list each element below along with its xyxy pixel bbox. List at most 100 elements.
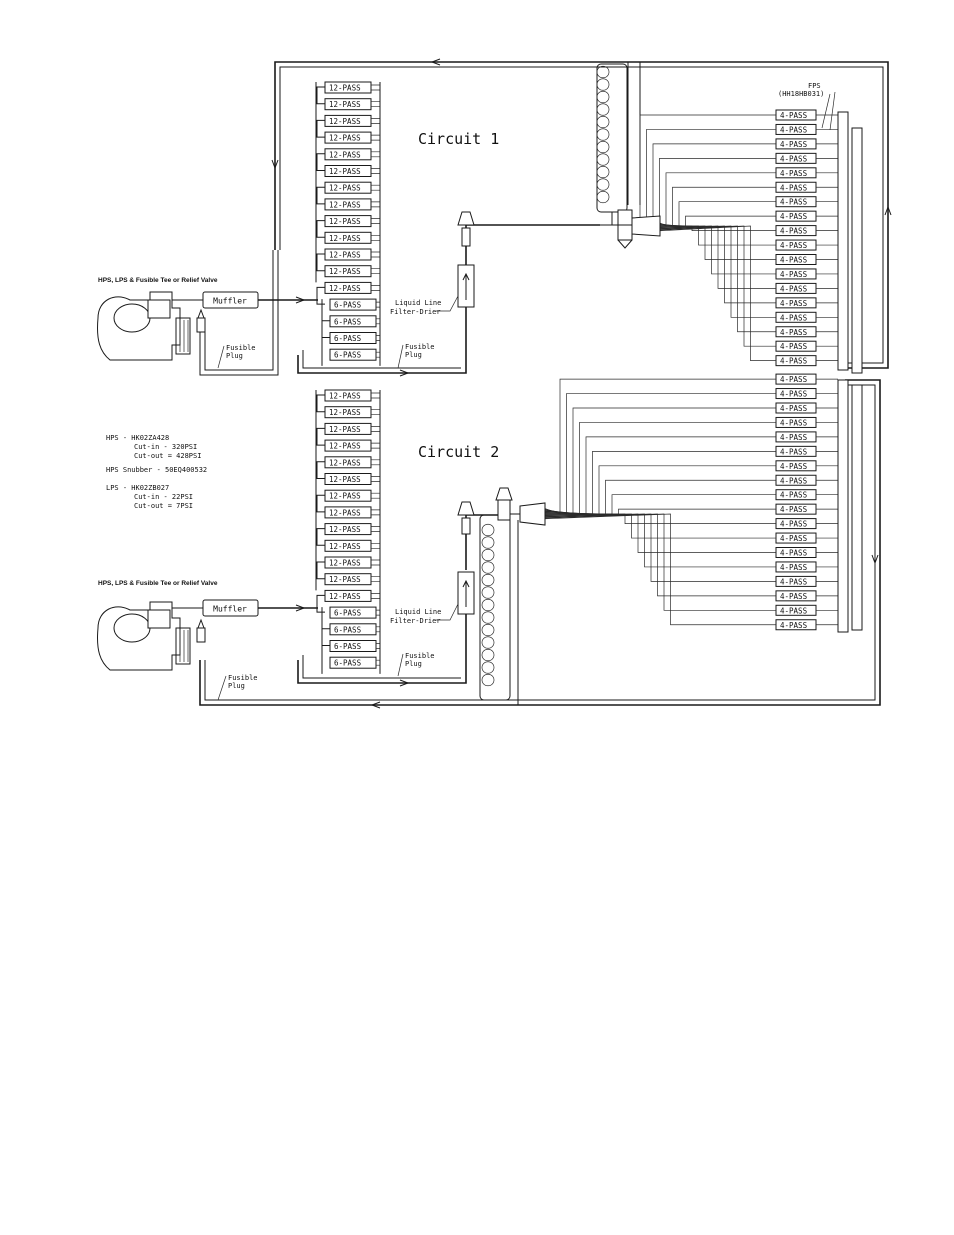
- condenser-pass-label: 12-PASS: [329, 458, 361, 467]
- fps-label: FPS: [808, 82, 821, 90]
- evaporator-pass-label: 4-PASS: [780, 183, 808, 192]
- condenser-pass-box: [324, 573, 372, 586]
- coil-turn: [481, 636, 495, 649]
- distributor-tube: [544, 513, 776, 568]
- evaporator-pass-bank: 4-PASS 4-PASS 4-PASS 4-PASS 4-PASS 4-PASS 4-PA…: [775, 109, 838, 631]
- coil-turn: [481, 623, 495, 637]
- condenser-pass-box: [324, 98, 372, 111]
- svg-text:Liquid Line: Liquid Line: [395, 608, 441, 616]
- pass-stub: [371, 593, 380, 599]
- coil-turn: [481, 611, 495, 624]
- evaporator-pass-label: 4-PASS: [780, 125, 808, 134]
- pass-stub: [376, 643, 380, 649]
- condenser-pass-label: 12-PASS: [329, 100, 361, 109]
- svg-text:Fusible: Fusible: [405, 652, 435, 660]
- flow-arrows: [271, 58, 892, 709]
- return-bend: [316, 253, 325, 272]
- evaporator-pass-label: 4-PASS: [780, 212, 808, 221]
- condenser-pass-label: 6-PASS: [334, 625, 362, 634]
- distributor-tube: [659, 225, 776, 318]
- coil-turn: [481, 598, 495, 612]
- return-bend: [316, 561, 325, 580]
- pass-stub: [371, 84, 380, 91]
- switch-specs: HPS - HK02ZA428 Cut-in - 320PSI Cut-out …: [106, 434, 207, 510]
- coil-turn: [596, 190, 610, 204]
- distributor-tube: [659, 186, 776, 227]
- coil-turn: [481, 586, 495, 599]
- filter-drier-2: [457, 571, 475, 615]
- condenser-pass-label: 6-PASS: [334, 642, 362, 651]
- filter-drier-1: [457, 264, 475, 308]
- distributor-tube: [659, 225, 776, 333]
- pass-stub: [371, 168, 380, 174]
- condenser-pass-label: 12-PASS: [329, 117, 361, 126]
- pass-stub: [371, 251, 380, 258]
- condenser-pass-label: 6-PASS: [334, 351, 362, 360]
- distributor-tube: [544, 513, 776, 597]
- pass-stub: [376, 301, 380, 308]
- condenser-pass-box: [324, 131, 372, 144]
- condenser-pass-label: 12-PASS: [329, 442, 361, 451]
- hps-lps-tee-label-2: HPS, LPS & Fusible Tee or Relief Valve: [98, 580, 218, 587]
- coil-turn: [596, 78, 610, 91]
- pass-stub: [371, 118, 380, 124]
- return-bend: [316, 594, 325, 613]
- coil-turn: [596, 115, 610, 129]
- muffler-1-label: Muffler: [213, 297, 247, 306]
- pass-stub: [371, 285, 380, 291]
- distributor-tubes: [544, 114, 776, 626]
- evaporator-pass-label: 4-PASS: [780, 447, 808, 456]
- condenser-pass-label: 12-PASS: [329, 475, 361, 484]
- pass-stub: [376, 609, 380, 616]
- condenser-pass-label: 6-PASS: [334, 301, 362, 310]
- circuit-1-title: Circuit 1: [418, 130, 499, 148]
- condenser-pass-label: 12-PASS: [329, 392, 361, 401]
- pass-stub: [371, 526, 380, 532]
- pass-stub: [376, 318, 380, 325]
- distributor-tube: [659, 215, 776, 227]
- condenser-pass-label: 12-PASS: [329, 267, 361, 276]
- evaporator-headers: [837, 111, 863, 633]
- pass-stub: [371, 426, 380, 432]
- coil-turn: [596, 90, 610, 104]
- distributor-tube: [544, 513, 776, 553]
- lps-cutout: Cut-out = 7PSI: [134, 502, 193, 510]
- condenser-pass-box: [324, 439, 372, 452]
- evaporator-pass-label: 4-PASS: [780, 577, 808, 586]
- coil-turn: [481, 561, 495, 574]
- condenser-pass-box: [324, 506, 372, 519]
- distributor-tube: [544, 513, 776, 626]
- return-bend: [316, 153, 325, 171]
- distributor-tube: [544, 513, 776, 539]
- hps-lps-tee-label-1: HPS, LPS & Fusible Tee or Relief Valve: [98, 277, 218, 284]
- coil-turn: [481, 548, 495, 562]
- return-bend: [316, 528, 325, 546]
- evaporator-pass-label: 4-PASS: [780, 169, 808, 178]
- evaporator-pass-label: 4-PASS: [780, 357, 808, 366]
- return-bend: [316, 461, 325, 479]
- condenser-pass-label: 12-PASS: [329, 134, 361, 143]
- return-bend: [316, 186, 325, 205]
- pass-stub: [376, 351, 380, 358]
- distributor-tube: [659, 201, 776, 227]
- evaporator-pass-label: 4-PASS: [780, 462, 808, 471]
- outer-piping: [160, 61, 889, 706]
- condenser-pass-box: [324, 406, 372, 419]
- evaporator-pass-label: 4-PASS: [780, 313, 808, 322]
- accumulator-coil-2: [479, 514, 511, 701]
- return-bend: [316, 494, 325, 513]
- evaporator-pass-label: 4-PASS: [780, 476, 808, 485]
- pass-stub: [371, 134, 380, 141]
- evaporator-pass-label: 4-PASS: [780, 256, 808, 265]
- evaporator-pass-label: 4-PASS: [780, 154, 808, 163]
- coil-turn: [596, 178, 610, 191]
- return-bend: [321, 320, 330, 338]
- condenser-pass-label: 12-PASS: [329, 592, 361, 601]
- condenser-pass-label: 6-PASS: [334, 334, 362, 343]
- condenser-pass-label: 12-PASS: [329, 408, 361, 417]
- fusible-plug-label-1: Fusible Plug: [217, 344, 256, 369]
- distributor-tube: [639, 114, 776, 227]
- condenser-pass-label: 12-PASS: [329, 559, 361, 568]
- evaporator-pass-label: 4-PASS: [780, 491, 808, 500]
